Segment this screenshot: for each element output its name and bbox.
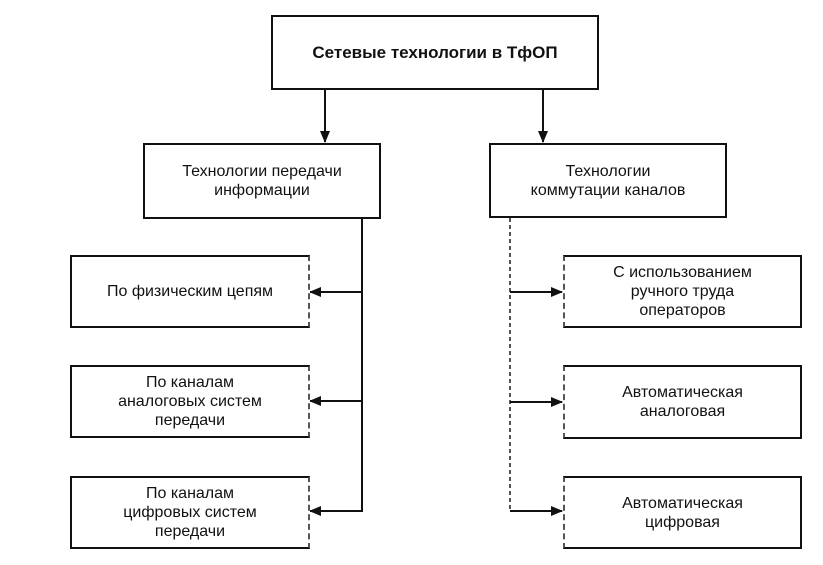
right-item-label: Автоматическая цифровая <box>622 494 743 531</box>
root-label: Сетевые технологии в ТфОП <box>312 43 558 62</box>
left-item-label: По каналам аналоговых систем передачи <box>118 374 262 429</box>
right-label: Технологии коммутации каналов <box>530 162 686 199</box>
right-item-manual: С использованием ручного труда операторо… <box>563 255 802 328</box>
left-item-physical: По физическим цепям <box>70 255 310 328</box>
left-item-digital: По каналам цифровых систем передачи <box>70 476 310 549</box>
left-label: Технологии передачи информации <box>182 163 342 199</box>
left-item-label: По каналам цифровых систем передачи <box>123 485 257 540</box>
root-node: Сетевые технологии в ТфОП <box>271 15 599 90</box>
right-item-label: С использованием ручного труда операторо… <box>613 264 752 319</box>
left-item-analog: По каналам аналоговых систем передачи <box>70 365 310 438</box>
left-node: Технологии передачи информации <box>143 143 381 219</box>
left-item-label: По физическим цепям <box>106 283 274 300</box>
right-item-label: Автоматическая аналоговая <box>622 384 743 420</box>
right-node: Технологии коммутации каналов <box>489 143 727 218</box>
right-item-auto-digital: Автоматическая цифровая <box>563 476 802 549</box>
right-item-auto-analog: Автоматическая аналоговая <box>563 365 802 439</box>
